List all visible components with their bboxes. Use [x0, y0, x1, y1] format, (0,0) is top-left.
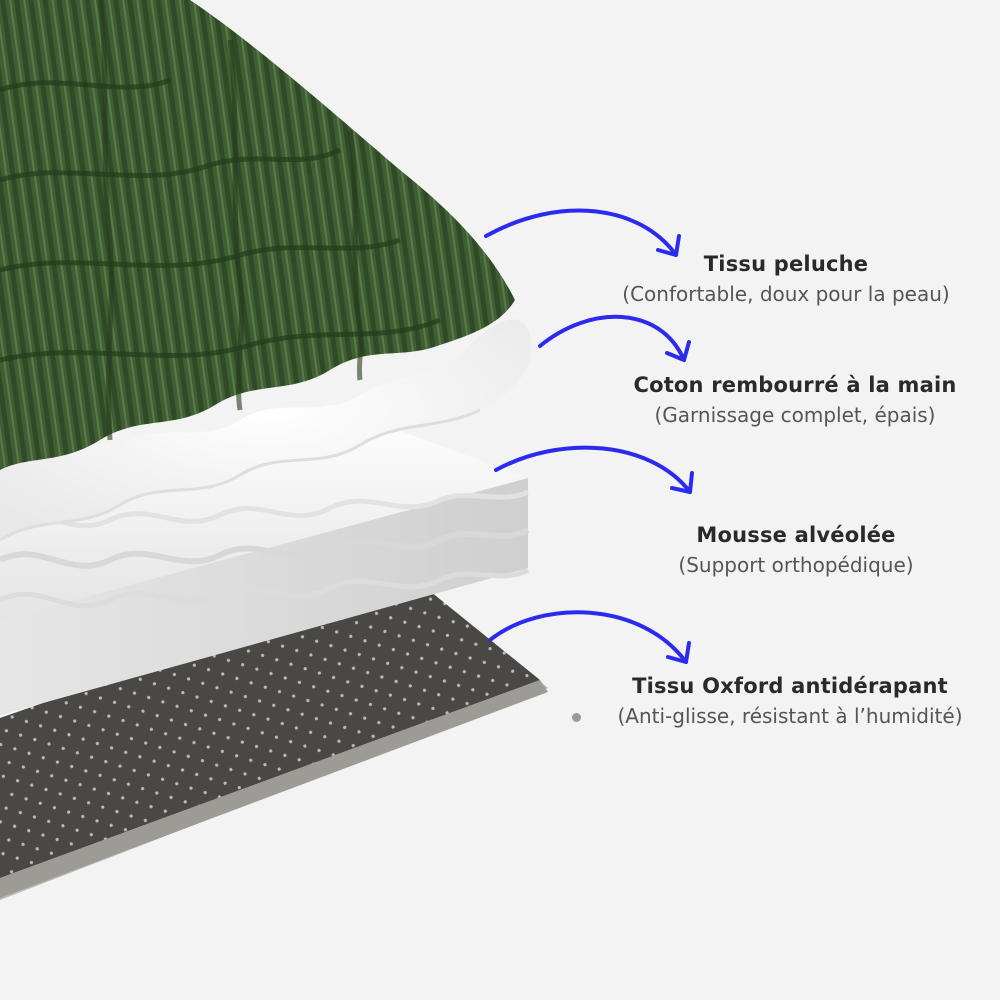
layer-description: (Anti-glisse, résistant à l’humidité) — [617, 704, 963, 728]
curved-arrow-icon — [488, 610, 691, 664]
layer-title: Mousse alvéolée — [696, 523, 896, 547]
cotton-layer — [0, 319, 532, 542]
layer-description: (Confortable, doux pour la peau) — [622, 282, 950, 306]
plush-fabric-layer — [0, 0, 515, 470]
curved-arrow-icon — [484, 208, 681, 257]
layer-title: Coton rembourré à la main — [633, 373, 957, 397]
curved-arrow-icon — [538, 314, 691, 362]
curved-arrow-icon — [494, 445, 694, 494]
layer-description: (Support orthopédique) — [678, 553, 914, 577]
foam-layer — [0, 405, 530, 715]
bullet-dot-icon — [572, 713, 581, 722]
layer-title: Tissu peluche — [703, 252, 869, 276]
layer-label-cotton: Coton rembourré à la main (Garnissage co… — [620, 373, 970, 427]
layer-title: Tissu Oxford antidérapant — [632, 674, 948, 698]
layer-description: (Garnissage complet, épais) — [654, 403, 936, 427]
oxford-base-layer — [0, 575, 548, 900]
layer-label-plush: Tissu peluche (Confortable, doux pour la… — [596, 252, 976, 306]
layer-label-foam: Mousse alvéolée (Support orthopédique) — [640, 523, 952, 577]
layer-label-oxford: Tissu Oxford antidérapant (Anti-glisse, … — [590, 674, 990, 728]
